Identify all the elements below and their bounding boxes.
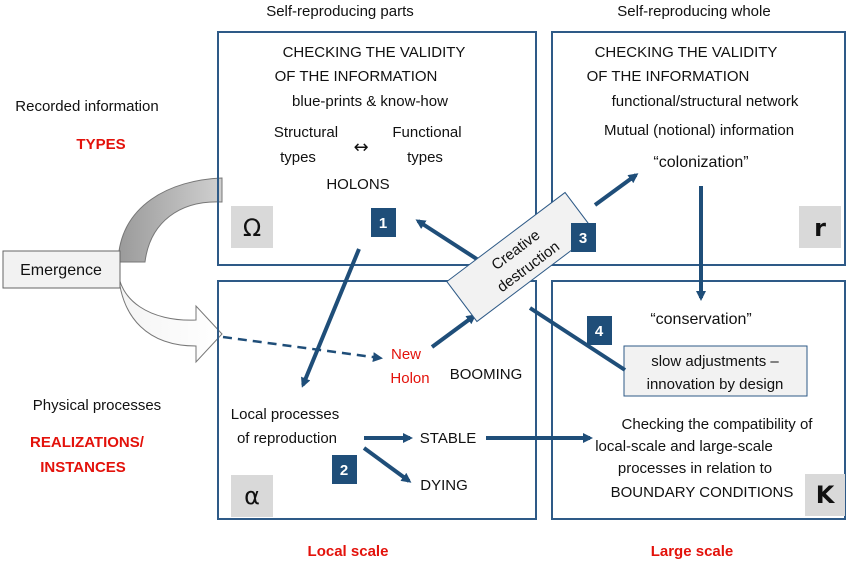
creative-destruction-box: Creative destruction — [446, 191, 596, 323]
functional-types-2: types — [407, 149, 443, 166]
flow-arrows — [301, 173, 706, 483]
row-category-realizations: REALIZATIONS/ — [30, 434, 145, 451]
emergence-label: Emergence — [20, 262, 102, 279]
r-line-1: CHECKING THE VALIDITY — [595, 44, 778, 61]
footer-local-scale: Local scale — [308, 543, 389, 560]
r-line-3: functional/structural network — [612, 93, 799, 110]
colonization-label: “colonization” — [653, 154, 748, 171]
r-line-2: OF THE INFORMATION — [587, 68, 750, 85]
marker-1-label: 1 — [379, 215, 387, 232]
omega-line-2: OF THE INFORMATION — [275, 68, 438, 85]
compatibility-1: Checking the compatibility of — [622, 416, 814, 433]
emergence-box — [2, 250, 121, 289]
functional-types-1: Functional — [392, 124, 461, 141]
footer-large-scale: Large scale — [651, 543, 734, 560]
arrow-newholon-to-destruction — [430, 314, 477, 349]
compatibility-3: processes in relation to — [618, 460, 772, 477]
r-line-4: Mutual (notional) information — [604, 122, 794, 139]
alpha-symbol-icon: α — [244, 482, 260, 510]
quadrant-omega — [217, 31, 537, 266]
stable-label: STABLE — [420, 430, 476, 447]
compatibility-2: local-scale and large-scale — [595, 438, 773, 455]
line-k-to-destruction — [528, 306, 627, 372]
r-corner-box — [799, 206, 841, 248]
new-holon-2: Holon — [390, 370, 429, 387]
bidirectional-arrow-icon: ↔ — [353, 137, 368, 158]
row-label-physical: Physical processes — [33, 397, 161, 414]
r-symbol-icon: r — [814, 214, 826, 242]
row-category-types: TYPES — [76, 136, 125, 153]
column-header-parts: Self-reproducing parts — [266, 3, 414, 20]
marker-2: 2 — [332, 455, 357, 484]
quadrant-k — [551, 280, 846, 520]
marker-3: 3 — [571, 223, 596, 252]
k-symbol-icon: K — [816, 481, 836, 509]
row-label-recorded: Recorded information — [15, 98, 158, 115]
omega-line-3: blue-prints & know-how — [292, 93, 448, 110]
booming-label: BOOMING — [450, 366, 523, 383]
arrow-holons-to-local — [301, 248, 361, 388]
column-header-whole: Self-reproducing whole — [617, 3, 770, 20]
omega-line-1: CHECKING THE VALIDITY — [283, 44, 466, 61]
omega-corner-box — [231, 206, 273, 248]
arrow-to-dying — [362, 446, 412, 483]
dying-label: DYING — [420, 477, 468, 494]
arrow-emergence-dashed — [222, 335, 383, 363]
local-processes-1: Local processes — [231, 406, 339, 423]
row-category-instances: INSTANCES — [40, 459, 126, 476]
marker-3-label: 3 — [579, 230, 587, 247]
quadrant-alpha — [217, 280, 537, 520]
structural-types-2: types — [280, 149, 316, 166]
holons-label: HOLONS — [326, 176, 389, 193]
conservation-label: “conservation” — [650, 311, 751, 328]
structural-types-1: Structural — [274, 124, 338, 141]
marker-1: 1 — [371, 208, 396, 237]
marker-2-label: 2 — [340, 462, 348, 479]
emergence-arrow — [117, 177, 223, 364]
arrow-destruction-to-omega — [415, 219, 488, 267]
marker-4-label: 4 — [595, 323, 604, 340]
compatibility-4: BOUNDARY CONDITIONS — [611, 484, 794, 501]
alpha-corner-box — [231, 475, 273, 517]
local-processes-2: of reproduction — [237, 430, 337, 447]
slow-adjustments-1: slow adjustments – — [651, 353, 779, 370]
new-holon-1: New — [391, 346, 421, 363]
omega-symbol-icon: Ω — [243, 214, 261, 242]
slow-adjustments-2: innovation by design — [647, 376, 784, 393]
k-corner-box — [805, 474, 845, 516]
arrow-to-colonization — [593, 173, 639, 207]
marker-4: 4 — [587, 316, 612, 345]
quadrant-r — [551, 31, 846, 266]
